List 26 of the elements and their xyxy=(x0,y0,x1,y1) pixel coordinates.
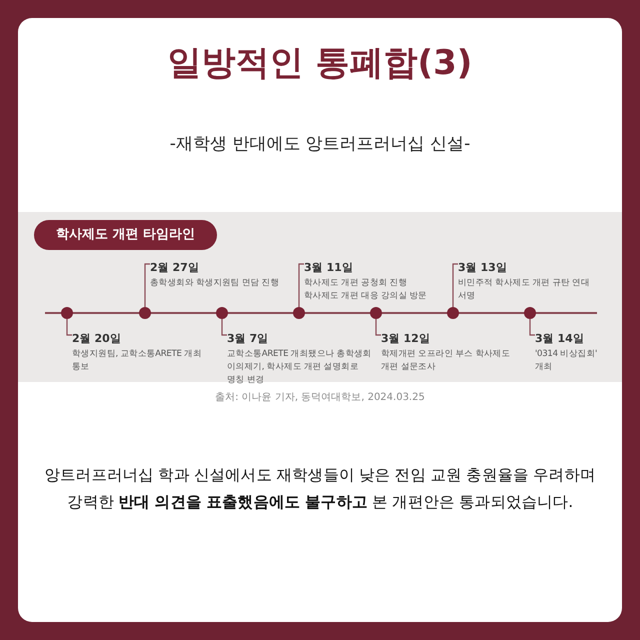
event-date: 3월 11일 xyxy=(304,260,353,275)
leader-line xyxy=(66,319,72,336)
event-description: 총학생회와 학생지원팀 면담 진행 xyxy=(150,277,280,290)
leader-line xyxy=(529,319,535,336)
event-description: '0314 비상집회' 개최 xyxy=(535,348,598,374)
title: 일방적인 통폐합(3) xyxy=(166,42,474,85)
subtitle: -재학생 반대에도 앙트러프러너십 신설- xyxy=(168,133,472,155)
event-date: 3월 12일 xyxy=(381,331,430,346)
event-date: 3월 13일 xyxy=(458,260,507,275)
timeline-header: 학사제도 개편 타임라인 xyxy=(34,220,218,250)
source-note: 출처: 이나윤 기자, 동덕여대학보, 2024.03.25 xyxy=(214,391,426,404)
body-text: 앙트러프러너십 학과 신설에서도 재학생들이 낮은 전임 교원 충원율을 우려하며 강력한 반대 의견을 표출했음에도 불구하고 본 개편안은 통과되었습니다. xyxy=(43,465,597,513)
event-date: 3월 7일 xyxy=(227,331,268,346)
leader-line xyxy=(221,319,227,336)
leader-line xyxy=(375,319,381,336)
leader-line xyxy=(298,263,304,307)
leader-line xyxy=(452,263,458,307)
event-description: 학제개편 오프라인 부스 학사제도 개편 설문조사 xyxy=(381,348,512,374)
event-description: 학사제도 개편 공청회 진행 학사제도 개편 대응 강의실 방문 xyxy=(304,277,428,303)
leader-line xyxy=(144,263,150,307)
event-date: 3월 14일 xyxy=(535,331,584,346)
event-description: 교학소통ARETE 개최됐으나 총학생회 이의제기, 학사제도 개편 설명회로 명칭 변경 xyxy=(227,348,372,387)
event-date: 2월 20일 xyxy=(72,331,121,346)
event-description: 비민주적 학사제도 개편 규탄 연대 서명 xyxy=(458,277,591,303)
event-description: 학생지원팀, 교학소통ARETE 개최 통보 xyxy=(72,348,202,374)
event-date: 2월 27일 xyxy=(150,260,199,275)
